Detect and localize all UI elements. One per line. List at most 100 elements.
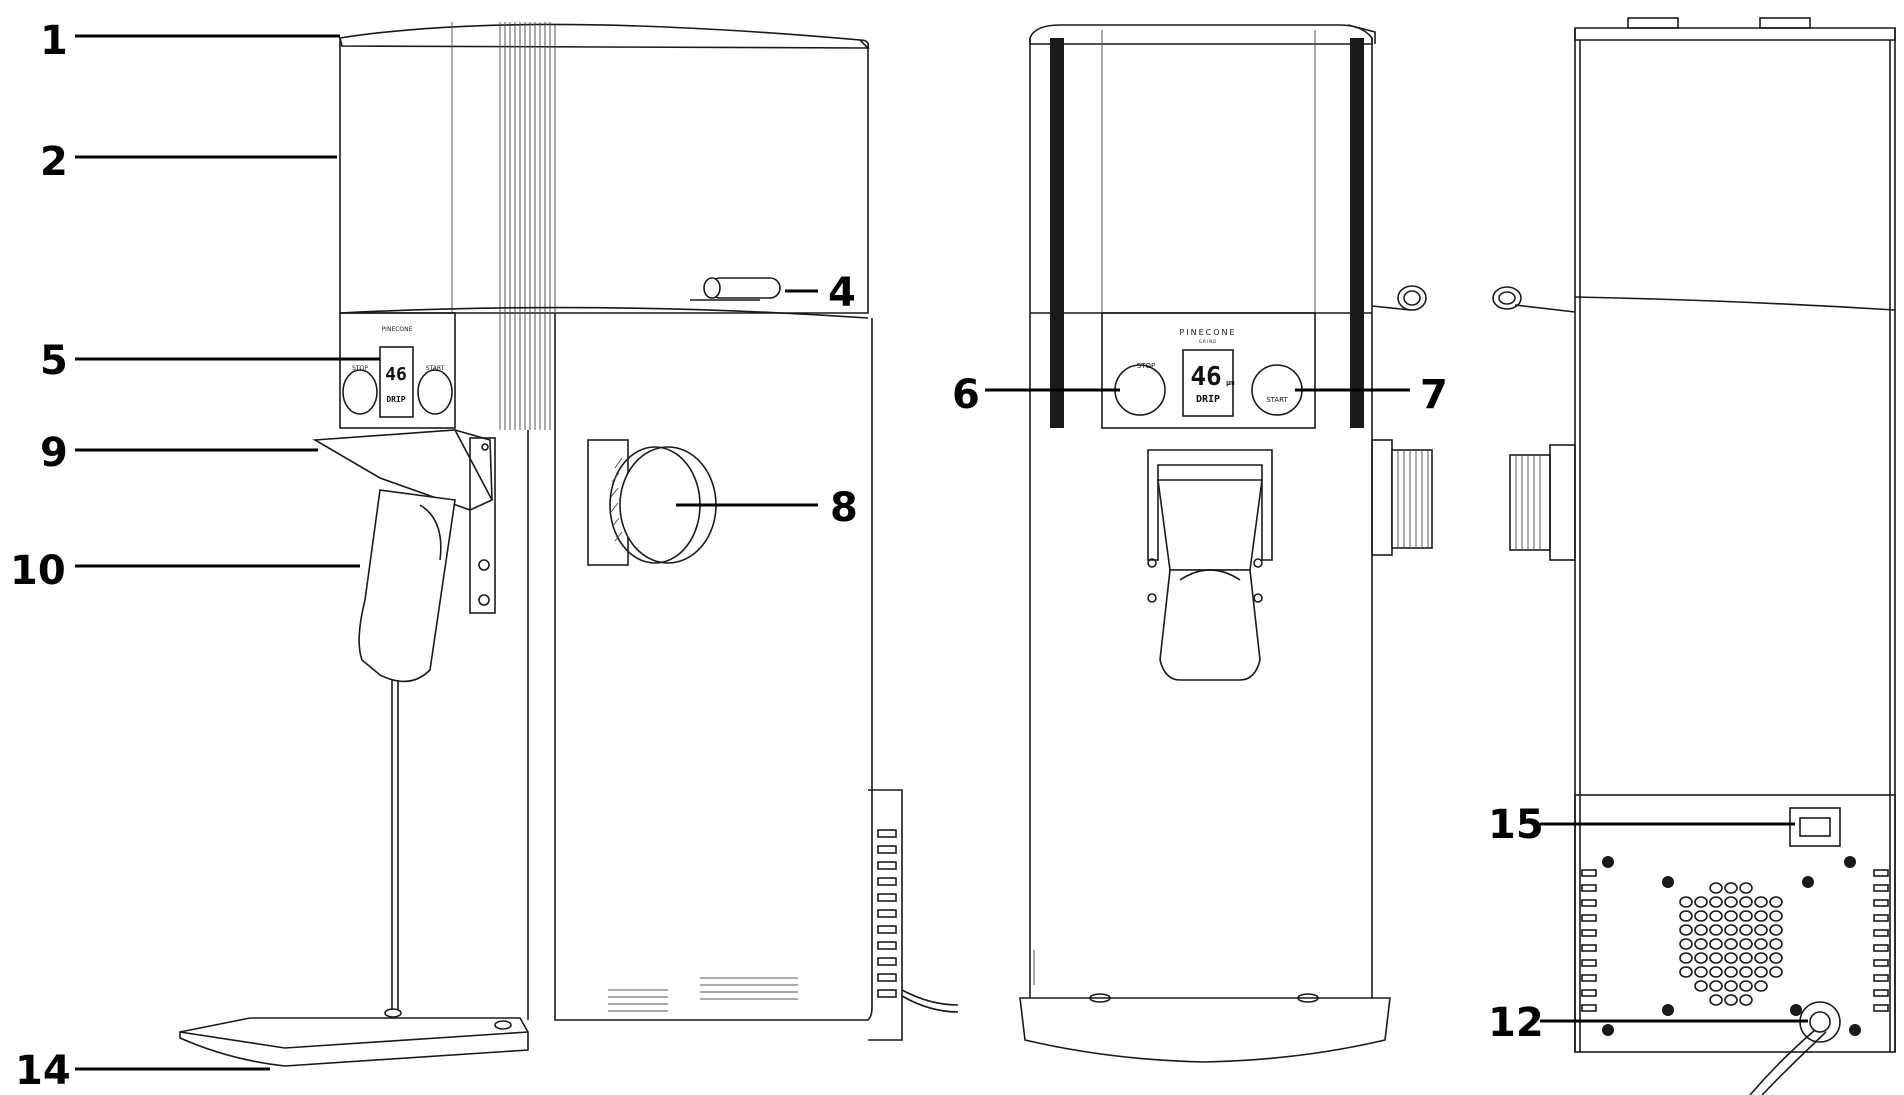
vent-hole	[1709, 924, 1723, 936]
callout-9: 9	[40, 430, 68, 476]
callout-12: 12	[1488, 1000, 1544, 1046]
side-top-lid	[339, 23, 870, 49]
vent-hole	[1724, 952, 1738, 964]
vent-hole	[1679, 966, 1693, 978]
front-left-strip	[1050, 38, 1064, 428]
vent-hole	[1769, 952, 1783, 964]
callout-6: 6	[952, 372, 980, 418]
vent-hole	[1769, 938, 1783, 950]
vent-hole	[1679, 938, 1693, 950]
front-lever	[1371, 285, 1427, 311]
side-body	[554, 313, 873, 1021]
vent-hole	[1739, 924, 1753, 936]
side-hopper-lever	[690, 277, 781, 301]
vent-hole	[1754, 938, 1768, 950]
vent-hole	[1709, 994, 1723, 1006]
vent-hole	[1769, 910, 1783, 922]
vent-hole	[1724, 910, 1738, 922]
back-screw	[1662, 1004, 1674, 1016]
back-power-switch	[1789, 807, 1841, 847]
front-dial	[1371, 439, 1433, 556]
vent-hole	[1739, 896, 1753, 908]
side-lower-vents	[608, 977, 798, 1012]
side-rear-vents	[877, 829, 897, 998]
vent-hole	[1754, 952, 1768, 964]
vent-hole	[1709, 882, 1723, 894]
vent-hole	[1769, 966, 1783, 978]
back-screw	[1602, 1024, 1614, 1036]
front-spout	[1147, 449, 1273, 681]
side-ribbed-column	[499, 22, 551, 430]
vent-hole	[1694, 980, 1708, 992]
vent-hole	[1754, 924, 1768, 936]
vent-hole	[1769, 924, 1783, 936]
front-drip-tray	[1019, 993, 1391, 1063]
vent-hole	[1754, 966, 1768, 978]
callout-7: 7	[1420, 372, 1448, 418]
vent-hole	[1709, 952, 1723, 964]
vent-hole	[1724, 994, 1738, 1006]
vent-hole	[1679, 910, 1693, 922]
vent-hole	[1694, 910, 1708, 922]
back-rear-panel	[1574, 794, 1896, 1053]
side-chute	[358, 489, 456, 683]
front-brand-sub: GRIND	[1199, 339, 1217, 344]
side-hopper	[339, 38, 870, 314]
side-stop-label: STOP	[352, 365, 368, 372]
side-start-label: START	[426, 365, 445, 372]
back-top	[1574, 27, 1896, 41]
callout-5: 5	[40, 338, 68, 384]
callout-15: 15	[1488, 802, 1544, 848]
vent-hole	[1739, 952, 1753, 964]
front-brand-text: PINECONE	[1179, 328, 1236, 337]
side-spout-holder	[312, 429, 496, 614]
vent-hole	[1709, 966, 1723, 978]
back-power-cord	[1749, 1001, 1841, 1095]
vent-hole	[1709, 938, 1723, 950]
side-stop-button	[342, 369, 378, 415]
front-display-mode: DRIP	[1196, 394, 1220, 405]
front-start-button	[1251, 364, 1303, 416]
vent-hole	[1709, 910, 1723, 922]
front-stop-button	[1114, 364, 1166, 416]
front-display-value: 46	[1190, 362, 1221, 392]
vent-hole	[1724, 896, 1738, 908]
side-brand-text: PINECONE	[382, 326, 413, 333]
side-control-panel	[339, 312, 456, 429]
callouts: 1 2 4 5 9 10 14 6 7 8 15 12	[10, 18, 1808, 1094]
vent-hole	[1694, 896, 1708, 908]
side-display-value: 46	[385, 364, 407, 385]
front-stop-label: STOP	[1137, 362, 1155, 370]
vent-hole	[1739, 910, 1753, 922]
vent-hole	[1694, 952, 1708, 964]
vent-hole	[1709, 980, 1723, 992]
vent-hole	[1724, 980, 1738, 992]
back-lever	[1492, 286, 1576, 313]
side-display	[379, 346, 414, 418]
vent-hole	[1739, 994, 1753, 1006]
vent-hole	[1739, 882, 1753, 894]
vent-hole	[1739, 980, 1753, 992]
back-dial	[1509, 444, 1576, 561]
vent-hole	[1724, 938, 1738, 950]
front-control-panel	[1101, 312, 1316, 429]
vent-hole	[1769, 896, 1783, 908]
vent-hole	[1679, 952, 1693, 964]
vent-hole	[1739, 938, 1753, 950]
callout-4: 4	[828, 270, 856, 316]
front-right-strip	[1350, 38, 1364, 428]
callout-8: 8	[830, 485, 858, 531]
vent-hole	[1724, 966, 1738, 978]
callout-2: 2	[40, 139, 68, 185]
vent-hole	[1679, 924, 1693, 936]
vent-hole	[1754, 910, 1768, 922]
vent-hole	[1694, 924, 1708, 936]
front-display	[1182, 349, 1234, 417]
vent-hole	[1739, 966, 1753, 978]
back-screw	[1802, 876, 1814, 888]
back-screw	[1662, 876, 1674, 888]
back-screw	[1844, 856, 1856, 868]
front-display-unit: µm	[1226, 379, 1234, 387]
vent-hole	[1679, 896, 1693, 908]
